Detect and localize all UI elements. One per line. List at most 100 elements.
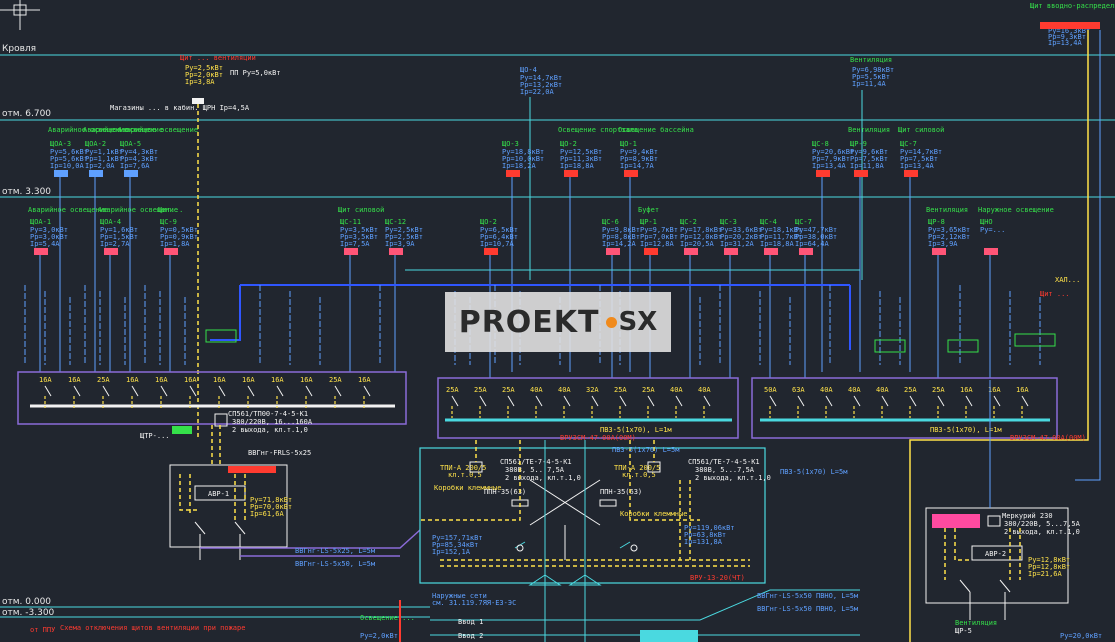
breaker-symbol [965,395,973,407]
breaker-symbol [247,385,255,397]
left-breaker-3: 16А [126,376,139,408]
top-left-note-4: Iр=3,8А [185,78,215,86]
node-name: ЩО-2 [560,140,577,148]
node-pp: Pу=3,65кВт [928,226,970,234]
node-ip: Iр=10,7А [480,240,515,248]
node-pr: Pр=38,0кВт [795,233,837,241]
vru-main-label: ВРУ-13-20(ЧТ) [690,574,745,582]
node-pr: Pр=3,5кВт [340,233,378,241]
left-switch-1: СП561/ТП00-7-4-5-К1 [228,410,308,418]
kontakt-1: Коробки клеммные [434,484,501,492]
breaker-symbol [1021,395,1029,407]
mid-breaker-4: 40А [558,386,571,418]
node-name: ЩР-8 [928,218,945,226]
node-pp: Pу=5,6кВт [50,148,88,156]
node-title: Аварийное освещение [83,126,163,134]
node-ip: Iр=64,4А [795,240,830,248]
breaker-symbol [591,395,599,407]
node-ip: Iр=14,2А [602,240,637,248]
top-left-text: Магазины ... в кабин. ЩРН Iр=4,5А [110,104,250,112]
panel-left-bus [17,371,407,425]
breaker-rating: 32А [586,386,599,394]
breaker-symbol [703,395,711,407]
level-minus-3300: отм. -3.300 [2,608,55,618]
mid-breaker-1: 25А [474,386,487,418]
node-pr: Pр=12,0кВт [680,233,722,241]
breaker-symbol [131,385,139,397]
right-breaker-8: 16А [988,386,1001,418]
node-title: Освещение бассейна [618,126,694,134]
node-ip: Iр=3,9А [928,240,958,248]
breaker-rating: 16А [960,386,973,394]
mid-breaker-7: 25А [642,386,655,418]
node-title: Аварийное освещение [98,206,178,214]
breaker-rating: 25А [904,386,917,394]
breaker-symbol [853,395,861,407]
node-ip: Iр=12,8А [640,240,675,248]
right-breaker-5: 25А [904,386,917,418]
panel-symbol [54,170,68,177]
breaker-rating: 25А [474,386,487,394]
node-pr: Pр=0,9кВт [160,233,198,241]
node-ip: Iр=2,7А [100,240,130,248]
breaker-rating: 16А [988,386,1001,394]
breaker-symbol [276,385,284,397]
node-ip: Iр=1,8А [160,240,190,248]
node-name: ЩОА-2 [85,140,106,148]
fuse-2-symbol [599,499,617,507]
green-tag-left [172,426,192,434]
mid-breaker-2: 25А [502,386,515,418]
panel-symbol [816,170,830,177]
node-ip: Iр=18,8А [760,240,795,248]
right-breaker-2: 40А [820,386,833,418]
panel-symbol [34,248,48,255]
breaker-symbol [675,395,683,407]
node-pp: Pу=2,5кВт [385,226,423,234]
panel-symbol [799,248,813,255]
red-note-left: от ППУ [30,626,55,634]
mid-ip: Iр=152,1А [432,548,471,556]
breaker-symbol [619,395,627,407]
breaker-symbol [305,385,313,397]
avr1-pp: Pу=71,8кВт [250,496,292,504]
mid-breaker-3: 40А [530,386,543,418]
node-pr: Pр=2,5кВт [385,233,423,241]
mid-breaker-5: 32А [586,386,599,418]
fuse-1: ППН-35(63) [484,488,526,496]
red-note: Схема отключения щитов вентиляции при по… [60,624,245,632]
node-ip: Iр=5,4А [30,240,60,248]
right-breaker-4: 40А [876,386,889,418]
node-pr: Pр=8,9кВт [620,155,658,163]
cable-c5: ВВГнг-LS-5х50 ПВНО, L=5м [757,592,859,600]
panel-symbol [389,248,403,255]
node-pp: Pу=47,7кВт [795,226,837,234]
right-breaker-1: 63А [792,386,805,418]
breaker-symbol [937,395,945,407]
node-pp: Pу=1,6кВт [100,226,138,234]
feed-line-blue-right [1075,30,1101,481]
node-pr: Pр=5,6кВт [50,155,88,163]
mid-breaker-8: 40А [670,386,683,418]
panel-symbol [104,248,118,255]
node-pp: Pу=17,8кВт [680,226,722,234]
node-ip: Iр=7,5А [340,240,370,248]
breaker-rating: 25А [329,376,342,384]
breaker-rating: 40А [698,386,711,394]
node-pp: Pу=9,4кВт [620,148,658,156]
node-ip: Iр=11,8А [850,162,885,170]
watermark-dot-icon [605,316,617,328]
breaker-rating: 25А [502,386,515,394]
right-breaker-6: 25А [932,386,945,418]
avr1-red-tag [228,466,276,473]
node-name: ЩО-1 [620,140,637,148]
left-breaker-8: 16А [271,376,284,408]
sw-mid-left-1: СП561/ТЕ-7-4-5-К1 [500,458,572,466]
panel-symbol [124,170,138,177]
left-breaker-0: 16А [39,376,52,408]
node-pr: Pр=8,8кВт [602,233,640,241]
svg-text:Iр=22,0А: Iр=22,0А [520,88,555,96]
node-row2-13: Наружное освещениеЩНОPу=... [978,206,1054,378]
avr1-label: АВР-1 [208,490,229,498]
node-pr: Pр=6,4кВт [480,233,518,241]
